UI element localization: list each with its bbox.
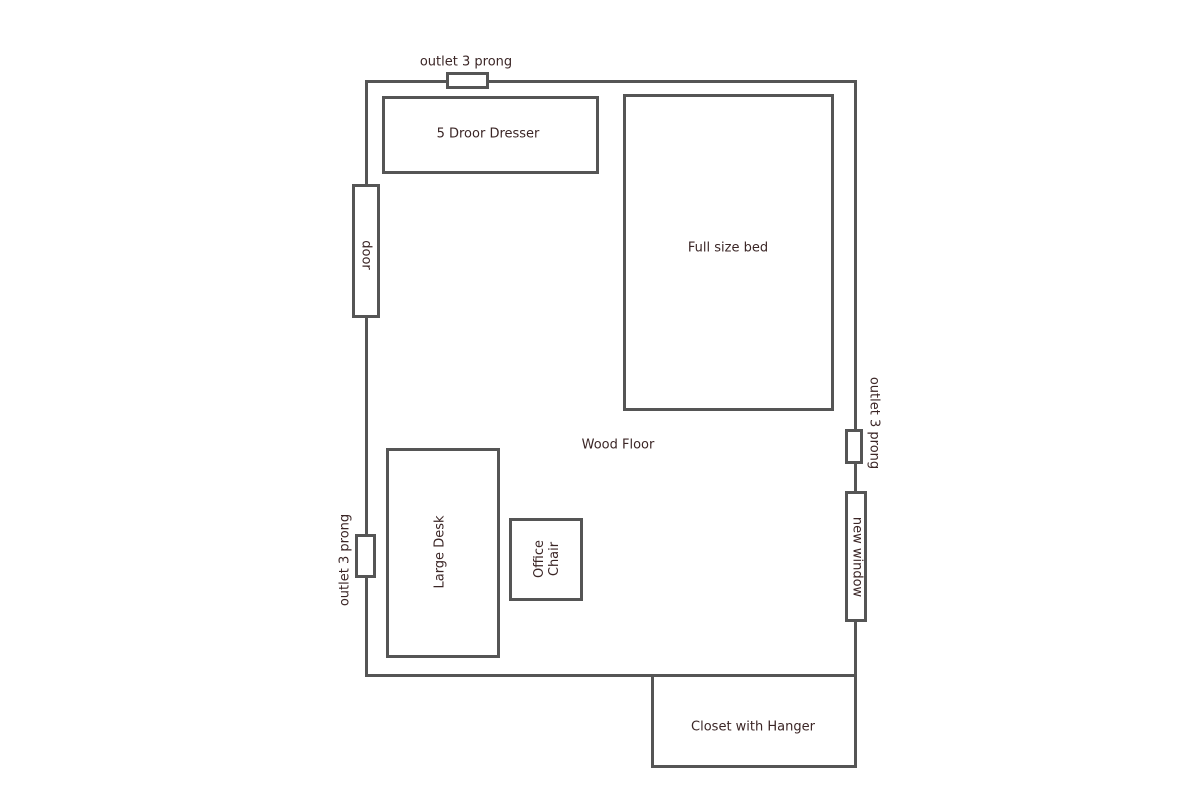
office-chair bbox=[509, 518, 583, 601]
new-window bbox=[845, 491, 867, 622]
closet-label: Closet with Hanger bbox=[691, 719, 815, 735]
outlet-right-label: outlet 3 prong bbox=[866, 376, 882, 470]
door bbox=[352, 184, 380, 318]
bed-label: Full size bed bbox=[687, 240, 769, 256]
outlet-left bbox=[355, 534, 376, 578]
bed bbox=[623, 94, 834, 411]
dresser bbox=[382, 96, 599, 174]
chair-label-line1: Office bbox=[532, 540, 547, 578]
room-walls bbox=[365, 80, 857, 677]
chair-label: Office Chair bbox=[532, 540, 562, 578]
outlet-left-label: outlet 3 prong bbox=[337, 513, 353, 607]
window-label: new window bbox=[849, 516, 865, 598]
closet bbox=[651, 674, 857, 768]
outlet-top-label: outlet 3 prong bbox=[419, 54, 513, 70]
chair-label-line2: Chair bbox=[547, 541, 562, 577]
large-desk bbox=[386, 448, 500, 658]
desk-label: Large Desk bbox=[432, 515, 448, 589]
outlet-top bbox=[446, 72, 489, 89]
outlet-right bbox=[845, 429, 863, 464]
wood-floor-label: Wood Floor bbox=[581, 437, 655, 453]
door-label: door bbox=[358, 240, 374, 270]
dresser-label: 5 Droor Dresser bbox=[436, 126, 540, 142]
